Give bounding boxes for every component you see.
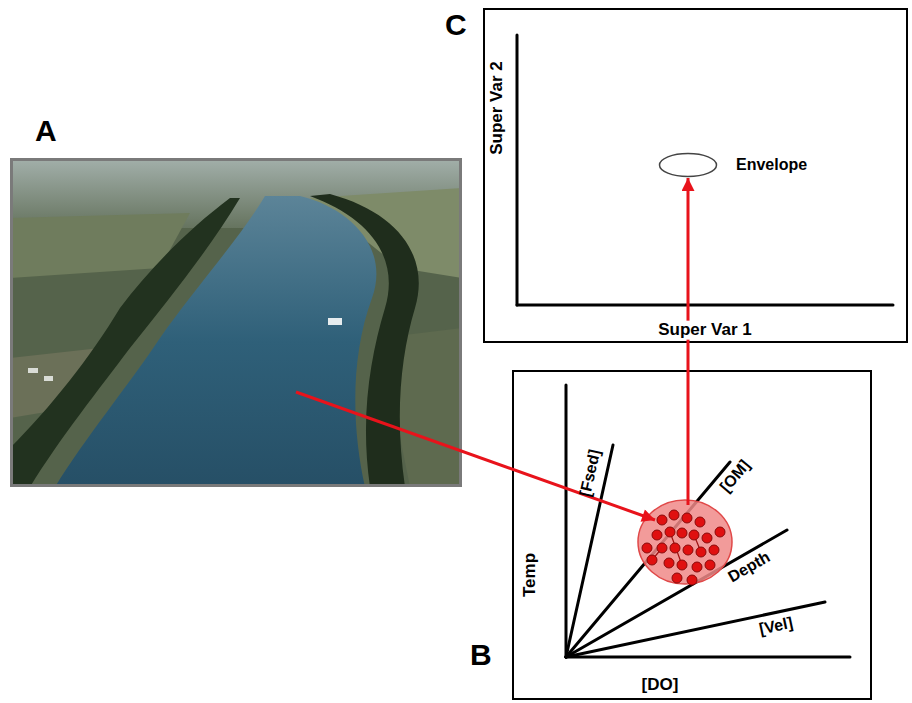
panel-letter: A [35, 114, 57, 147]
axis-label: Super Var 1 [655, 321, 755, 340]
flow-arrow [687, 178, 690, 505]
axis-label: Super Var 2 [488, 61, 507, 155]
axis-lines [517, 35, 893, 305]
axis-label: [DO] [642, 676, 679, 695]
multivariate-axes [512, 370, 872, 700]
house [44, 376, 53, 381]
ellipse-shape [660, 154, 717, 177]
photo-panel: A [10, 158, 462, 487]
axis-label: [Fsed] [577, 448, 605, 499]
panel-letter: B [470, 638, 492, 671]
flow-arrow [296, 392, 655, 520]
river-photo [10, 158, 462, 487]
envelope-label: Envelope [736, 156, 807, 174]
sample-points [642, 510, 725, 585]
boat [328, 318, 342, 325]
ordination-panel: CSuper Var 2Super Var 1Envelope [483, 8, 908, 343]
axis-lines [566, 385, 850, 657]
ground [10, 158, 462, 487]
house [28, 368, 38, 373]
ellipse-outline [658, 152, 718, 178]
panel-letter: C [445, 8, 467, 41]
axis-label: [Vel] [758, 614, 795, 638]
axes-panel: BTemp[DO][Fsed][OM]Depth[Vel] [512, 370, 872, 700]
river [55, 196, 376, 487]
data-cloud [638, 500, 732, 584]
axis-label: Depth [725, 548, 773, 586]
axis-label: [OM] [717, 457, 754, 496]
axis-label: Temp [521, 553, 540, 597]
envelope-ellipse: Envelope [658, 152, 718, 178]
